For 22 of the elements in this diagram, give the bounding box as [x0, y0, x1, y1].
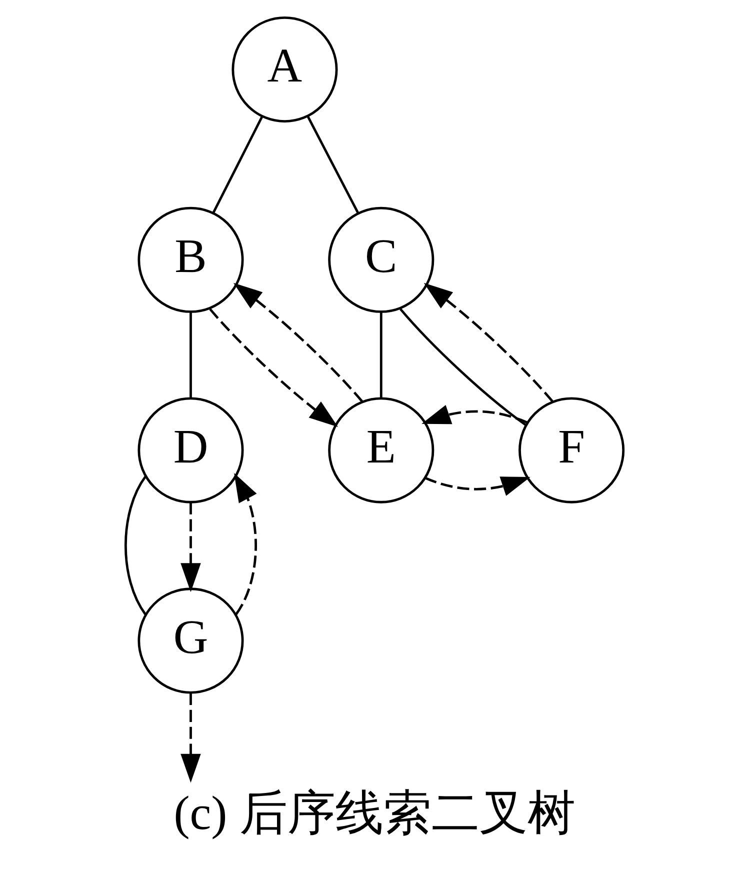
connector	[124, 476, 146, 616]
connector	[379, 312, 382, 398]
connector	[212, 116, 263, 214]
arrow	[232, 282, 363, 402]
arrow	[234, 473, 256, 616]
node-circle: E	[328, 397, 434, 504]
connector	[306, 116, 359, 214]
node-circle: A	[231, 16, 338, 123]
node-circle: B	[137, 206, 244, 313]
connector	[189, 312, 192, 398]
arrow	[180, 502, 200, 592]
arrow	[424, 476, 530, 496]
caption: (c) 后序线索二叉树	[173, 787, 575, 840]
node-circle: C	[328, 206, 434, 313]
node-circle: F	[518, 397, 624, 504]
node-circle: D	[137, 397, 244, 504]
connector	[399, 308, 526, 426]
arrow	[421, 404, 527, 424]
arrow	[423, 282, 553, 402]
node-circle: G	[137, 588, 244, 694]
arrow	[208, 308, 338, 427]
arrow	[180, 693, 200, 783]
